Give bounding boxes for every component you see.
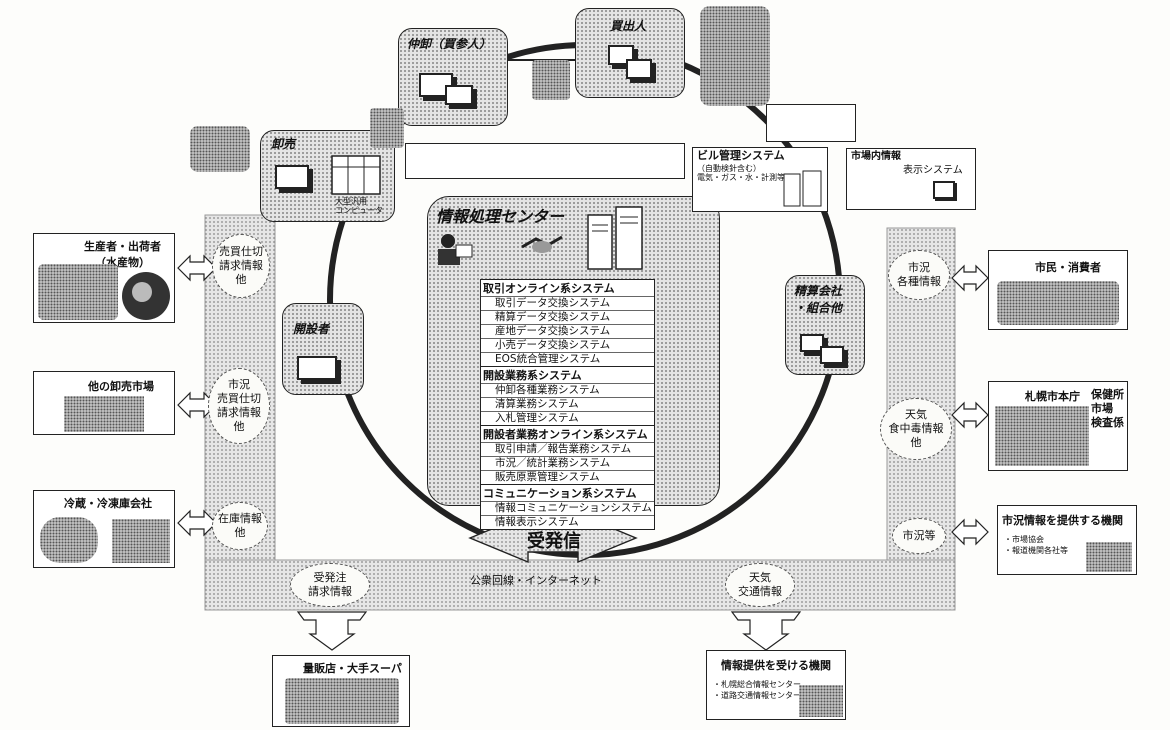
computer-icon xyxy=(820,346,844,364)
system-item: 仲卸各種業務システム xyxy=(481,383,654,397)
system-group-title: 取引オンライン系システム xyxy=(481,280,654,296)
building-image xyxy=(64,396,144,432)
info-receiver-label: 情報提供を受ける機関 xyxy=(721,657,831,673)
network-label: 公衆回線・インターネット xyxy=(470,572,602,588)
middleman-node: 仲卸（買参人） xyxy=(398,28,508,126)
empty-box-center-bar xyxy=(405,143,685,179)
operator-icon xyxy=(434,231,474,269)
system-list: 取引オンライン系システム 取引データ交換システム 精算データ交換システム 産地デ… xyxy=(480,279,655,530)
globe-icon xyxy=(120,270,172,322)
arrow-right-3 xyxy=(952,520,988,544)
buyer-label: 買出人 xyxy=(610,17,646,34)
agency-building-image xyxy=(799,685,843,717)
market-display-sub: 表示システム xyxy=(903,165,963,177)
document-image xyxy=(370,108,404,148)
empty-box-top-right xyxy=(766,104,856,142)
oval-right-1: 市況 各種情報 xyxy=(888,250,950,300)
city-hall-image xyxy=(995,406,1089,466)
citizens-label: 市民・消費者 xyxy=(1035,259,1101,275)
city-hall-label: 札幌市本庁 xyxy=(1025,388,1080,404)
info-provider-items: ・市場協会 ・報道機関各社等 xyxy=(1004,534,1068,556)
server-icon xyxy=(586,205,646,271)
system-item: 取引申請／報告業務システム xyxy=(481,442,654,456)
computer-icon xyxy=(297,356,337,380)
oval-left-2: 市況 売買仕切 請求情報 他 xyxy=(208,368,270,444)
arrow-down-2 xyxy=(732,612,800,650)
wholesaler-label: 卸売 xyxy=(271,135,295,152)
system-item: 市況／統計業務システム xyxy=(481,456,654,470)
oval-right-2: 天気 食中毒情報 他 xyxy=(880,398,952,460)
other-market-box: 他の卸売市場 xyxy=(33,371,175,435)
oval-bottom-1: 受発注 請求情報 xyxy=(290,563,370,607)
cold-storage-box: 冷蔵・冷凍庫会社 xyxy=(33,490,175,568)
system-item: 清算業務システム xyxy=(481,397,654,411)
system-group-trading: 取引オンライン系システム 取引データ交換システム 精算データ交換システム 産地デ… xyxy=(481,280,654,366)
info-center-panel: 情報処理センター 取引オンライン系システム 取引データ交換システム 精算データ交… xyxy=(427,196,720,506)
oval-right-3: 市況等 xyxy=(892,518,946,554)
cold-storage-label: 冷蔵・冷凍庫会社 xyxy=(64,495,152,511)
system-item: 情報コミュニケーションシステム xyxy=(481,501,654,515)
oval-bottom-2: 天気 交通情報 xyxy=(725,563,795,607)
oval-left-1: 売買仕切 請求情報 他 xyxy=(212,234,270,298)
system-item: 販売原票管理システム xyxy=(481,470,654,484)
mainframe-label: 大型汎用 コンピュータ xyxy=(335,197,383,215)
computer-icon xyxy=(626,59,652,79)
building-system-box: ビル管理システム （自動検針含む） 電気・ガス・水・計測等 xyxy=(692,147,828,212)
info-provider-box: 市況情報を提供する機関 ・市場協会 ・報道機関各社等 xyxy=(997,505,1137,575)
info-center-title: 情報処理センター xyxy=(436,203,564,227)
middleman-label: 仲卸（買参人） xyxy=(407,35,491,52)
system-item: 取引データ交換システム xyxy=(481,296,654,310)
system-group-opener-online: 開設者業務オンライン系システム 取引申請／報告業務システム 市況／統計業務システ… xyxy=(481,425,654,484)
other-market-label: 他の卸売市場 xyxy=(88,378,154,394)
system-group-title: 開設業務系システム xyxy=(481,367,654,383)
info-provider-label: 市況情報を提供する機関 xyxy=(1002,512,1123,528)
info-receiver-box: 情報提供を受ける機関 ・札幌総合情報センター ・道路交通情報センター等 xyxy=(706,650,846,720)
ship-image xyxy=(38,264,118,320)
system-item: 入札管理システム xyxy=(481,411,654,425)
system-group-title: 開設者業務オンライン系システム xyxy=(481,426,654,442)
system-item: 精算データ交換システム xyxy=(481,310,654,324)
opener-label: 開設者 xyxy=(293,320,329,337)
citizens-box: 市民・消費者 xyxy=(988,250,1128,330)
warehouse-image xyxy=(112,519,170,563)
mainframe-icon xyxy=(331,155,381,195)
city-hall-box: 札幌市本庁 保健所 市場 検査係 xyxy=(988,381,1128,471)
system-group-title: コミュニケーション系システム xyxy=(481,485,654,501)
computer-icon xyxy=(445,85,473,105)
settlement-node: 精算会社 ・組合他 xyxy=(785,275,865,375)
monitor-icon xyxy=(933,181,955,199)
health-center-label: 保健所 市場 検査係 xyxy=(1091,388,1124,430)
server-icon xyxy=(783,170,823,208)
crowd-image xyxy=(700,6,770,106)
system-group-opening: 開設業務系システム 仲卸各種業務システム 清算業務システム 入札管理システム xyxy=(481,366,654,425)
oval-left-3: 在庫情報 他 xyxy=(212,502,268,550)
building-system-title: ビル管理システム xyxy=(693,148,827,164)
market-display-title: 市場内情報 xyxy=(847,149,975,165)
system-item: EOS統合管理システム xyxy=(481,352,654,366)
handshake-icon xyxy=(520,231,564,259)
system-item: 小売データ交換システム xyxy=(481,338,654,352)
mass-retailer-box: 量販店・大手スーパー xyxy=(272,655,410,727)
market-display-box: 市場内情報 表示システム xyxy=(846,148,976,210)
arrow-right-2 xyxy=(952,403,988,427)
transceive-label: 受発信 xyxy=(527,527,581,553)
store-image xyxy=(285,678,399,724)
system-group-communication: コミュニケーション系システム 情報コミュニケーションシステム 情報表示システム xyxy=(481,484,654,529)
computer-icon xyxy=(275,165,309,189)
fax-image xyxy=(532,60,570,100)
arrow-down-1 xyxy=(298,612,366,650)
info-receiver-items: ・札幌総合情報センター ・道路交通情報センター等 xyxy=(713,679,809,701)
fish-image xyxy=(40,517,98,563)
opener-node: 開設者 xyxy=(282,303,364,395)
people-image xyxy=(997,281,1119,325)
truck-image xyxy=(190,126,250,172)
settlement-label: 精算会社 ・組合他 xyxy=(794,282,842,316)
arrow-right-1 xyxy=(952,266,988,290)
producer-box: 生産者・出荷者 （水産物） xyxy=(33,233,175,323)
buyer-node: 買出人 xyxy=(575,8,685,98)
system-item: 産地データ交換システム xyxy=(481,324,654,338)
office-image xyxy=(1086,542,1132,572)
